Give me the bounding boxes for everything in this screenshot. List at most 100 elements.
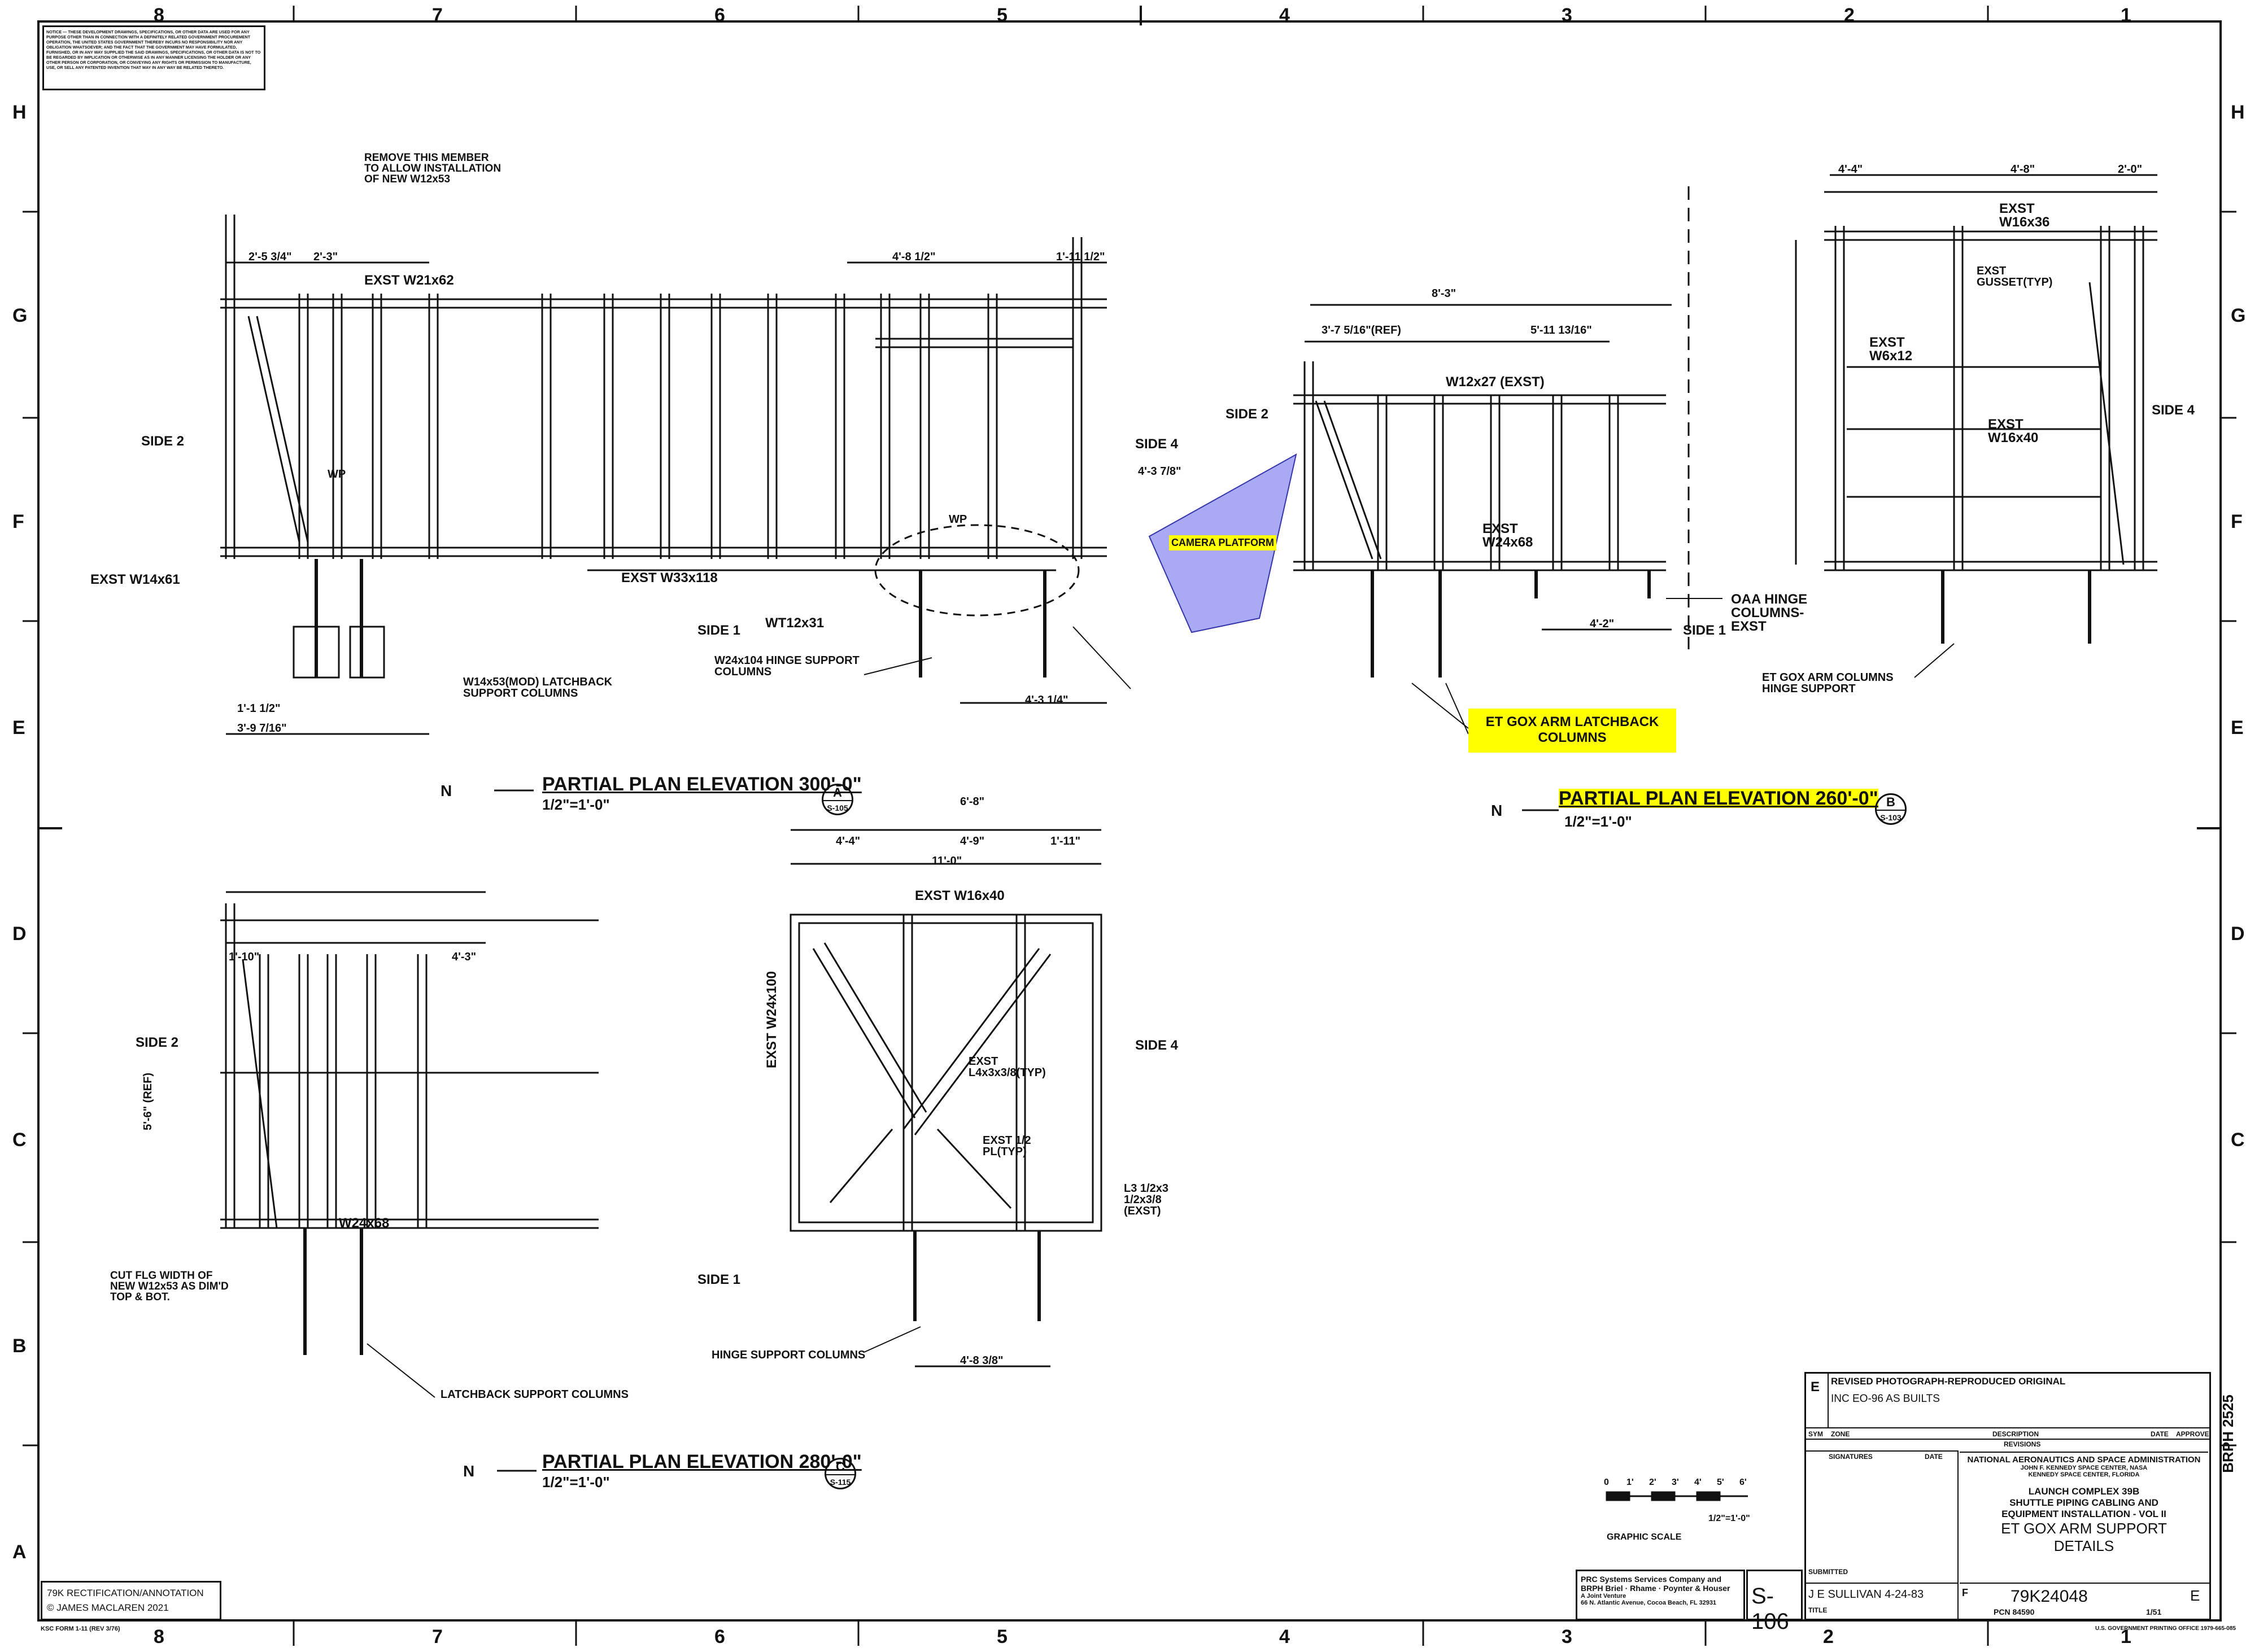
- dim-1-10: 1'-10": [229, 951, 260, 963]
- view-title-300: PARTIAL PLAN ELEVATION 300'-0": [542, 773, 862, 795]
- title-line-3: EQUIPMENT INSTALLATION - VOL II: [2001, 1509, 2166, 1519]
- dim-4-3: 4'-3": [452, 951, 477, 963]
- view-title-280: PARTIAL PLAN ELEVATION 280'-0": [542, 1451, 862, 1472]
- zone-col-6-bottom: 6: [714, 1626, 725, 1647]
- view-title-260: PARTIAL PLAN ELEVATION 260'-0": [1559, 788, 1878, 809]
- dim-4-4-top: 4'-4": [1838, 163, 1863, 176]
- label-exst-w24x68: EXST W24x68: [1482, 521, 1533, 550]
- cut-flg-note: CUT FLG WIDTH OF NEW W12x53 AS DIM'D TOP…: [110, 1270, 229, 1303]
- rev-col-approved: APPROVED: [2176, 1430, 2209, 1438]
- zone-col-8-bottom: 8: [154, 1626, 164, 1647]
- printer-note: U.S. GOVERNMENT PRINTING OFFICE 1979-665…: [2095, 1625, 2236, 1632]
- sheet-id: S-106: [1746, 1570, 1803, 1634]
- oaa-hinge-note: OAA HINGE COLUMNS-EXST: [1731, 592, 1808, 634]
- zone-row-f: F: [12, 511, 24, 532]
- camera-platform-label: CAMERA PLATFORM: [1169, 535, 1276, 550]
- rev-col-date: DATE: [2151, 1430, 2169, 1438]
- firm-line-4: 66 N. Atlantic Avenue, Cocoa Beach, FL 3…: [1581, 1599, 1717, 1606]
- zone-col-2: 2: [1844, 5, 1855, 26]
- attribution: 79K RECTIFICATION/ANNOTATION © JAMES MAC…: [41, 1581, 221, 1620]
- dim-4-9: 4'-9": [960, 835, 985, 847]
- zone-row-b: B: [12, 1335, 27, 1357]
- dim-11-0: 11'-0": [932, 855, 962, 867]
- firm-line-1: PRC Systems Services Company and: [1581, 1575, 1721, 1584]
- dwg-number-block: F 79K24048 E PCN 84590 1/51: [1960, 1583, 2209, 1619]
- zone-col-1-bottom: 1: [2121, 1626, 2131, 1647]
- label-side2-300: SIDE 2: [141, 434, 185, 449]
- label-side4-300: SIDE 4: [1135, 436, 1179, 452]
- dim-3-7-ref: 3'-7 5/16"(REF): [1322, 324, 1401, 336]
- dim-4-3-7-8: 4'-3 7/8": [1138, 465, 1181, 478]
- latchback-support-300-note: W14x53(MOD) LATCHBACK SUPPORT COLUMNS: [463, 676, 613, 700]
- title-block: E REVISED PHOTOGRAPH-REPRODUCED ORIGINAL…: [1804, 1372, 2211, 1620]
- label-side2-280: SIDE 2: [136, 1035, 179, 1050]
- zone-row-h-right: H: [2231, 102, 2245, 123]
- rev-col-desc: DESCRIPTION: [1992, 1430, 2039, 1438]
- view-scale-280: 1/2"=1'-0": [542, 1474, 610, 1491]
- dim-8-3: 8'-3": [1432, 287, 1456, 300]
- label-side4-right: SIDE 4: [2152, 403, 2195, 418]
- hinge-280-note: HINGE SUPPORT COLUMNS: [712, 1349, 866, 1361]
- zone-col-1: 1: [2121, 5, 2131, 26]
- title-description: NATIONAL AERONAUTICS AND SPACE ADMINISTR…: [1960, 1452, 2208, 1583]
- label-exst-w6x12: EXST W6x12: [1869, 335, 1913, 364]
- sheet-number: 1/51: [2146, 1607, 2162, 1616]
- gox-hinge-note: ET GOX ARM COLUMNS HINGE SUPPORT: [1762, 671, 1894, 695]
- label-exst-w16x36: EXST W16x36: [1999, 201, 2050, 230]
- label-side1-bottom: SIDE 1: [697, 1272, 741, 1287]
- label-side4-bottom: SIDE 4: [1135, 1038, 1179, 1053]
- scale-tick-3: 3': [1672, 1478, 1679, 1487]
- dim-2-3: 2'-3": [313, 251, 338, 263]
- label-wp-1: WP: [328, 468, 346, 480]
- label-l4: EXST L4x3x3/8(TYP): [969, 1055, 1046, 1079]
- dim-6-8: 6'-8": [960, 796, 985, 808]
- title-line-5: DETAILS: [2053, 1537, 2114, 1554]
- zone-row-d-right: D: [2231, 923, 2245, 945]
- agency: NATIONAL AERONAUTICS AND SPACE ADMINISTR…: [1967, 1455, 2201, 1465]
- signature-block: SIGNATURES DATE SUBMITTED: [1806, 1450, 1959, 1583]
- rev-columns: SYM ZONE DESCRIPTION DATE APPROVED: [1806, 1427, 2209, 1440]
- signatures-date-label: DATE: [1925, 1453, 1943, 1461]
- attribution-line-2: © JAMES MACLAREN 2021: [47, 1602, 169, 1613]
- dim-1-11: 1'-11": [1050, 835, 1081, 847]
- label-side2-260: SIDE 2: [1226, 407, 1269, 422]
- view-scale-260: 1/2"=1'-0": [1564, 813, 1632, 830]
- zone-row-e: E: [12, 717, 25, 738]
- label-pl-typ: EXST 1/2 PL(TYP): [983, 1134, 1031, 1158]
- drawn-by: J E SULLIVAN 4-24-83: [1808, 1588, 1924, 1601]
- firm-line-2: BRPH Briel · Rhame · Poynter & Houser: [1581, 1584, 1730, 1593]
- facil-number: PCN 84590: [1994, 1607, 2035, 1616]
- label-exst-w14x61: EXST W14x61: [90, 572, 180, 587]
- title-line-1: LAUNCH COMPLEX 39B: [2028, 1486, 2140, 1497]
- dim-4-3-1-4: 4'-3 1/4": [1025, 694, 1069, 706]
- view-scale-300: 1/2"=1'-0": [542, 796, 610, 813]
- dim-5-11: 5'-11 13/16": [1530, 324, 1592, 336]
- label-wt12x31: WT12x31: [765, 615, 825, 631]
- label-side1-260: SIDE 1: [1683, 623, 1726, 638]
- location: KENNEDY SPACE CENTER, FLORIDA: [2028, 1471, 2140, 1478]
- zone-col-8: 8: [154, 5, 164, 26]
- government-notice: NOTICE — THESE DEVELOPMENT DRAWINGS, SPE…: [42, 25, 265, 90]
- zone-col-2-bottom: 2: [1823, 1626, 1834, 1647]
- zone-row-c: C: [12, 1129, 27, 1151]
- rev-entry: INC EO-96 AS BUILTS: [1831, 1393, 1940, 1405]
- dim-4-2: 4'-2": [1590, 618, 1615, 630]
- label-wp-2: WP: [949, 513, 967, 526]
- rev-sym: E: [1806, 1374, 1829, 1427]
- dim-4-8-1-2: 4'-8 1/2": [892, 251, 936, 263]
- hinge-support-300-note: W24x104 HINGE SUPPORT COLUMNS: [714, 654, 860, 678]
- dim-3-9-7-16: 3'-9 7/16": [237, 722, 287, 735]
- drawn-by-block: J E SULLIVAN 4-24-83 TITLE: [1806, 1583, 1959, 1619]
- submitted-label: SUBMITTED: [1808, 1568, 1848, 1576]
- dim-2-0: 2'-0": [2118, 163, 2143, 176]
- dwg-number: 79K24048: [2011, 1587, 2088, 1606]
- dim-4-8-3-8: 4'-8 3/8": [960, 1354, 1004, 1367]
- rev-col-sym: SYM: [1808, 1430, 1824, 1438]
- zone-row-a: A: [12, 1541, 27, 1563]
- firm-line-3: A Joint Venture: [1581, 1593, 1626, 1599]
- label-exst-w21x62: EXST W21x62: [364, 273, 454, 288]
